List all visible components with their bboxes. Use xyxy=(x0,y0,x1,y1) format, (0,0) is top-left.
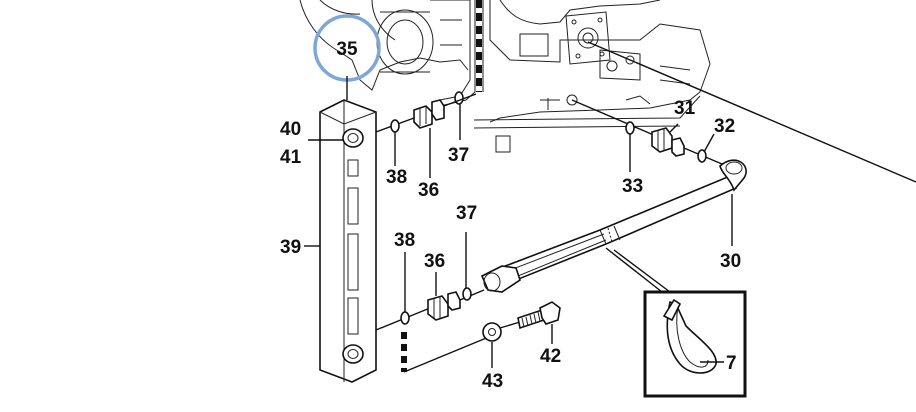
dashed-pipe-bottom xyxy=(401,332,497,373)
callout-41: 41 xyxy=(280,147,302,168)
callout-32: 32 xyxy=(714,116,735,137)
callout-38-upper: 38 xyxy=(386,167,407,188)
callout-43: 43 xyxy=(482,371,503,392)
leader-lines xyxy=(304,104,733,368)
callout-7: 7 xyxy=(726,353,737,374)
callout-36-lower: 36 xyxy=(424,251,445,272)
callout-33: 33 xyxy=(622,176,643,197)
callout-42: 42 xyxy=(540,346,561,367)
callout-30: 30 xyxy=(720,251,741,272)
lower-fitting-assembly xyxy=(375,287,485,331)
callout-35: 35 xyxy=(336,39,358,60)
callout-36-upper: 36 xyxy=(418,180,439,201)
callout-37-lower: 37 xyxy=(456,203,477,224)
callout-31: 31 xyxy=(674,98,696,119)
upper-fitting-assembly xyxy=(375,91,477,133)
callout-39: 39 xyxy=(280,237,301,258)
oil-pipe xyxy=(480,159,747,293)
inset-detail-box xyxy=(605,247,747,398)
callout-labels: 35 40 41 39 38 36 37 31 32 33 30 37 38 3… xyxy=(280,39,741,392)
right-fitting-assembly xyxy=(571,99,723,165)
callout-38-lower: 38 xyxy=(394,230,415,251)
callout-37-upper: 37 xyxy=(448,145,469,166)
leader-line-right xyxy=(587,41,916,183)
oil-cooler-bar xyxy=(319,99,377,383)
engine-block xyxy=(299,0,711,153)
washer-and-bolt xyxy=(482,301,561,342)
dashed-pipe-top xyxy=(439,0,484,107)
callout-40: 40 xyxy=(280,119,301,140)
